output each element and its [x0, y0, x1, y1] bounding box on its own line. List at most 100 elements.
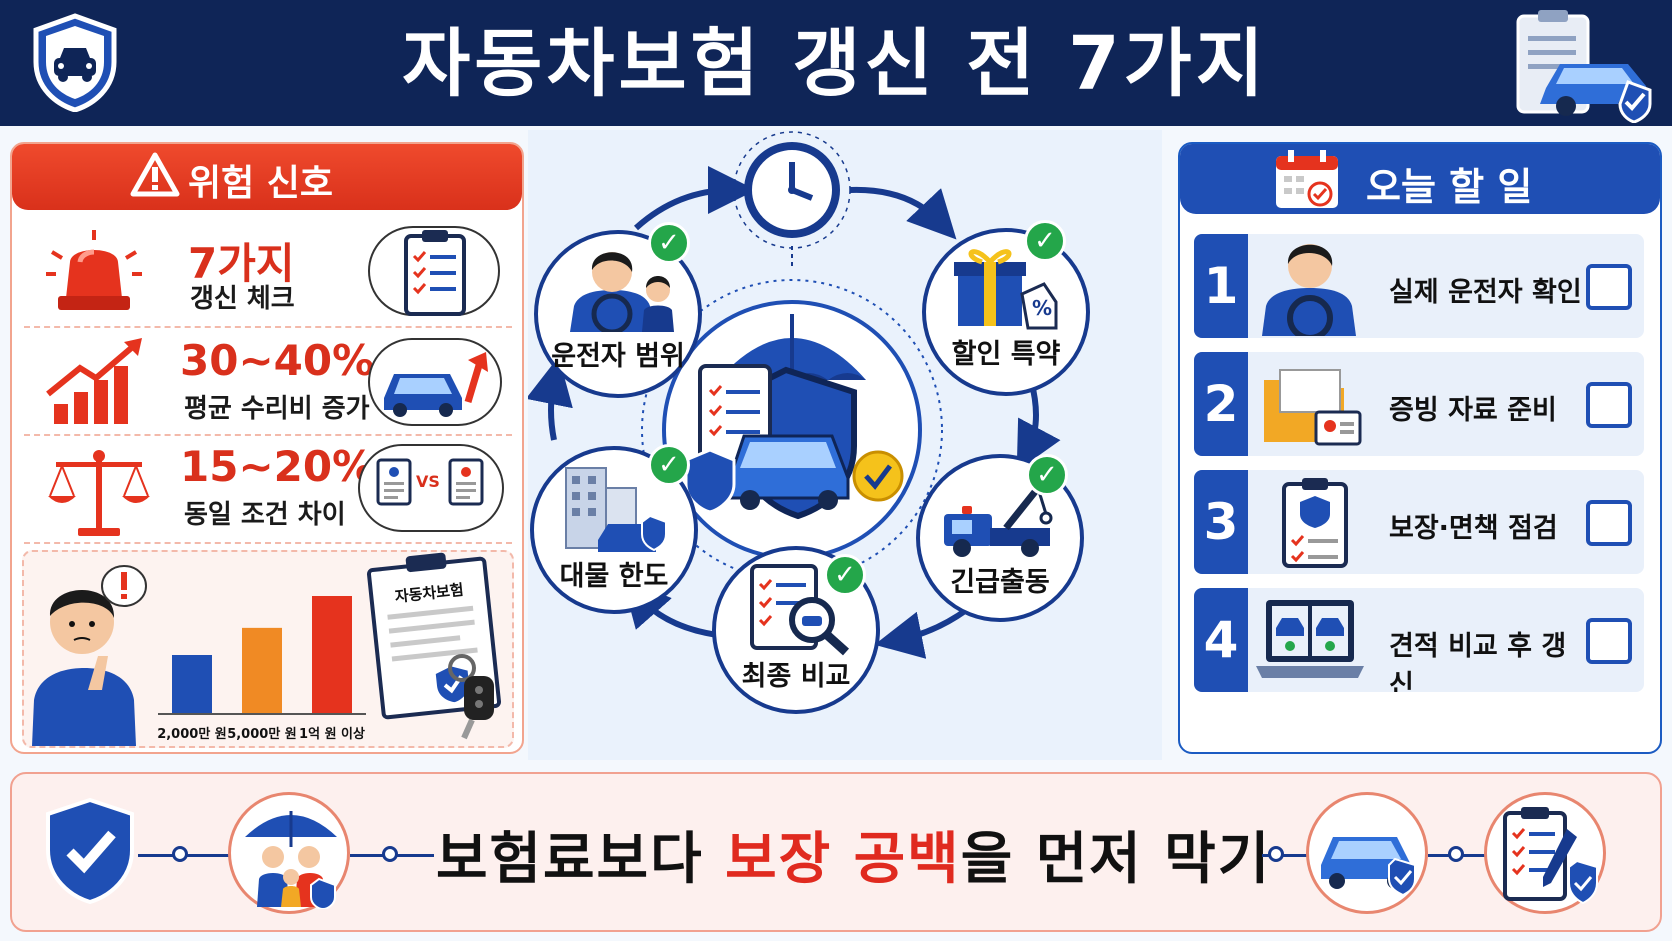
task-label: 견적 비교 후 갱신 [1389, 631, 1567, 692]
cycle-node-discount: % 할인 특약 [922, 228, 1090, 396]
cycle-node-label: 할인 특약 [951, 339, 1061, 370]
document-icon [376, 458, 412, 506]
clipboard-pen-icon [1503, 807, 1598, 905]
risk-caption: 평균 수리비 증가 [184, 394, 370, 424]
todo-task: 4 견적 비교 후 갱신 [1194, 588, 1644, 692]
task-number: 3 [1194, 470, 1248, 574]
task-checkbox[interactable] [1586, 264, 1632, 310]
todo-panel: 오늘 할 일 1 실제 운전자 확인 2 증빙 자료 준비 [1178, 142, 1662, 754]
todo-panel-title: 오늘 할 일 [1366, 165, 1533, 209]
task-checkbox[interactable] [1586, 500, 1632, 546]
clipboard-label: 자동차보험 [394, 580, 465, 606]
coverage-bar [172, 655, 212, 714]
page-title: 자동차보험 갱신 전 7가지 [402, 21, 1268, 107]
slogan-text: 보험료보다 보장 공백을 먼저 막기 [436, 814, 1269, 895]
todo-panel-header: 오늘 할 일 [1180, 144, 1660, 214]
shield-car-icon [33, 13, 117, 112]
check-icon: ✓ [824, 554, 866, 596]
cycle-node-property-limit: 대물 한도 [530, 446, 698, 614]
document-icon [448, 458, 484, 506]
task-number: 1 [1194, 234, 1248, 338]
task-number: 4 [1194, 588, 1248, 692]
shield-clipboard-icon [1282, 478, 1348, 568]
cycle-node-label: 긴급출동 [950, 567, 1050, 598]
risk-row: 7가지 갱신 체크 [24, 220, 512, 328]
task-checkbox[interactable] [1586, 382, 1632, 428]
text-line [387, 605, 474, 620]
worried-person-icon [32, 565, 147, 746]
connector-dot [1448, 846, 1464, 862]
text-line [388, 619, 475, 634]
task-label: 실제 운전자 확인 [1389, 277, 1582, 308]
task-label: 증빙 자료 준비 [1389, 395, 1557, 426]
car-key-icon [448, 654, 494, 740]
folder-id-icon [1264, 369, 1362, 446]
todo-task: 1 실제 운전자 확인 [1194, 234, 1644, 338]
rising-chart-icon [46, 338, 142, 424]
slogan-part: 보험료보다 [436, 827, 726, 892]
car-shield-icon [1321, 837, 1416, 895]
driver-wheel-icon [1262, 244, 1356, 336]
cycle-node-label: 최종 비교 [741, 661, 851, 692]
risk-row: 15~20% 동일 조건 차이 VS [24, 436, 512, 544]
text-line [390, 635, 461, 648]
slogan-part: 을 먼저 막기 [960, 827, 1272, 892]
check-icon: ✓ [648, 444, 690, 486]
todo-task: 3 보장·면책 점검 [1194, 470, 1644, 574]
check-icon: ✓ [648, 222, 690, 264]
building-car-icon [565, 467, 667, 552]
risk-panel: 위험 신호 7가지 갱신 체크 [10, 142, 524, 754]
scale-icon [48, 450, 150, 536]
clipboard-pen-circle [1484, 792, 1606, 914]
task-number: 2 [1194, 352, 1248, 456]
cycle-node-label: 대물 한도 [559, 561, 669, 592]
cycle-node-final-compare: 최종 비교 [712, 546, 880, 714]
coverage-bar-label: 1억 원 이상 [299, 726, 365, 742]
risk-panel-header: 위험 신호 [12, 144, 522, 210]
coverage-bar [312, 596, 352, 714]
slogan-highlight: 보장 공백 [725, 827, 961, 892]
family-umbrella-icon [245, 811, 337, 909]
magnifier-checklist-icon [750, 564, 850, 656]
shield-check-icon [46, 797, 134, 905]
checklist-icon [404, 230, 466, 316]
task-label: 보장·면책 점검 [1389, 513, 1558, 544]
risk-row: 30~40% 평균 수리비 증가 [24, 328, 512, 436]
header-bar: 자동차보험 갱신 전 7가지 [0, 0, 1672, 126]
percent-tag: % [1032, 296, 1053, 320]
risk-value: 15~20% [180, 442, 375, 491]
risk-caption: 동일 조건 차이 [184, 500, 346, 530]
clipboard-clip [405, 552, 447, 573]
laptop-compare-icon [1256, 600, 1364, 678]
checklist-cycle: 운전자 범위 ✓ % 할인 특약 ✓ [528, 130, 1162, 760]
calendar-icon [1276, 150, 1338, 208]
check-icon: ✓ [1026, 454, 1068, 496]
family-umbrella-circle [228, 792, 350, 914]
connector-dot [1268, 846, 1284, 862]
clock-icon [744, 142, 840, 238]
risk-panel-title: 위험 신호 [188, 163, 334, 204]
clipboard-car-icon [1516, 10, 1652, 123]
car-shield-circle [1306, 792, 1428, 914]
vs-label: VS [416, 472, 440, 491]
slogan-banner: 보험료보다 보장 공백을 먼저 막기 [10, 772, 1662, 932]
coverage-bar-label: 2,000만 원 [157, 726, 227, 742]
task-checkbox[interactable] [1586, 618, 1632, 664]
coverage-bar [242, 627, 282, 714]
coverage-bar-label: 5,000만 원 [227, 726, 297, 742]
tow-truck-icon [944, 485, 1053, 557]
gift-icon [954, 249, 1058, 330]
risk-value: 7가지 [188, 239, 295, 288]
warning-icon [130, 152, 180, 197]
cycle-node-label: 운전자 범위 [551, 341, 685, 372]
risk-value: 30~40% [180, 336, 375, 385]
risk-caption: 갱신 체크 [190, 284, 295, 314]
connector-dot [382, 846, 398, 862]
car-cost-up-icon [384, 352, 488, 417]
connector-line [1262, 854, 1308, 857]
umbrella-shield-car-icon [684, 314, 904, 520]
cycle-node-driver-scope: 운전자 범위 [534, 230, 702, 398]
